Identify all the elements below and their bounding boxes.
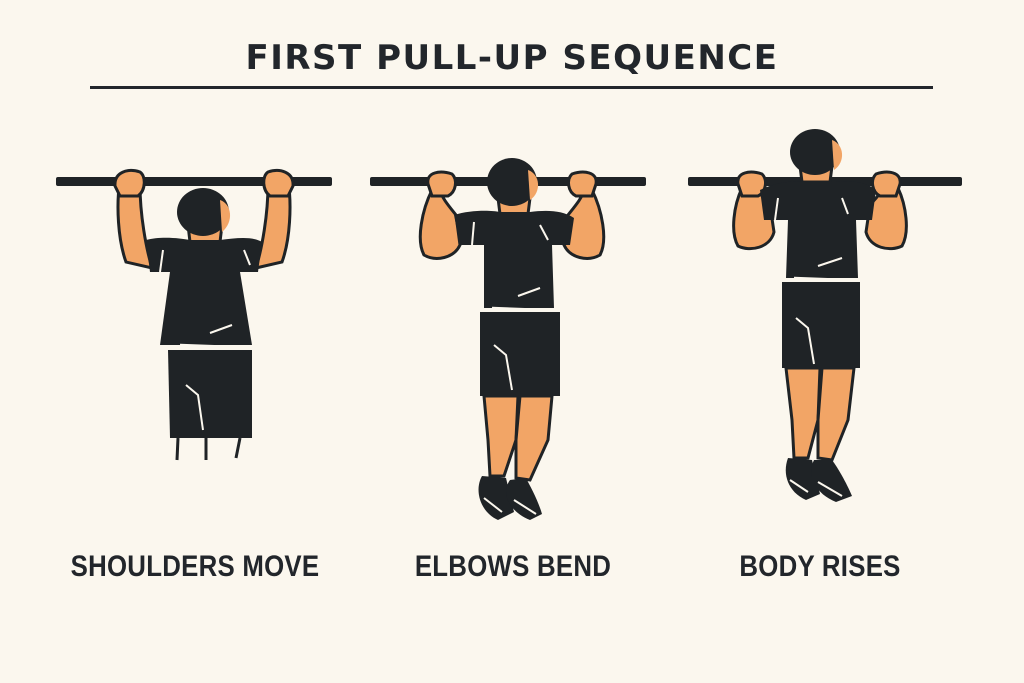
step-2-caption: ELBOWS BEND bbox=[414, 550, 612, 583]
step-1-caption: SHOULDERS MOVE bbox=[70, 550, 320, 583]
step-1-illustration bbox=[56, 169, 332, 461]
step-3-caption: BODY RISES bbox=[739, 550, 901, 583]
diagram-title: FIRST PULL-UP SEQUENCE bbox=[245, 38, 779, 78]
title-divider bbox=[90, 86, 933, 89]
step-2-illustration bbox=[370, 158, 646, 520]
step-3-illustration bbox=[688, 129, 962, 502]
